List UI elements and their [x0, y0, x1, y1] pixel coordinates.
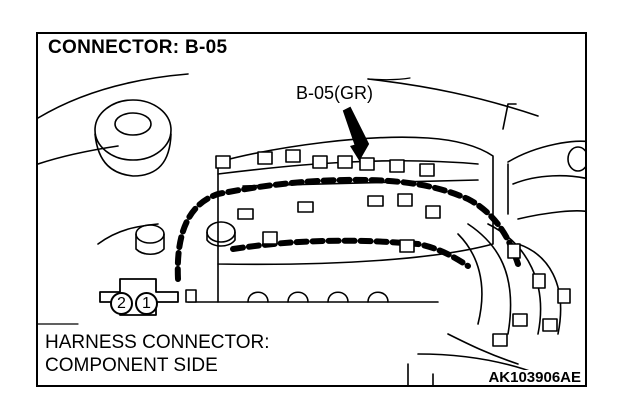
connector-pin-2: 2 — [110, 292, 133, 315]
right-component — [507, 140, 585, 220]
connector-title: CONNECTOR: B-05 — [46, 37, 230, 58]
hood-outline — [38, 73, 539, 119]
strut-tower — [94, 99, 172, 161]
diagram-frame: CONNECTOR: B-05 B-05(GR) 2 1 HARNESS CON… — [36, 32, 587, 387]
harness-connectors — [185, 149, 441, 303]
caption-line-2: COMPONENT SIDE — [44, 355, 219, 376]
strut-cap — [114, 112, 152, 136]
fender-line — [38, 145, 119, 165]
valve-cover — [217, 136, 494, 266]
callout-leader — [367, 77, 411, 81]
connector-callout-label: B-05(GR) — [294, 83, 376, 103]
manifold-runners — [217, 263, 389, 303]
engine-bay-illustration — [38, 73, 585, 385]
oil-cap — [206, 221, 236, 243]
reservoir-cap — [135, 224, 165, 244]
wiring-harness — [174, 176, 521, 282]
figure-id: AK103906AE — [486, 369, 583, 386]
connector-pin-1: 1 — [135, 292, 158, 315]
caption-line-1: HARNESS CONNECTOR: — [44, 332, 271, 353]
